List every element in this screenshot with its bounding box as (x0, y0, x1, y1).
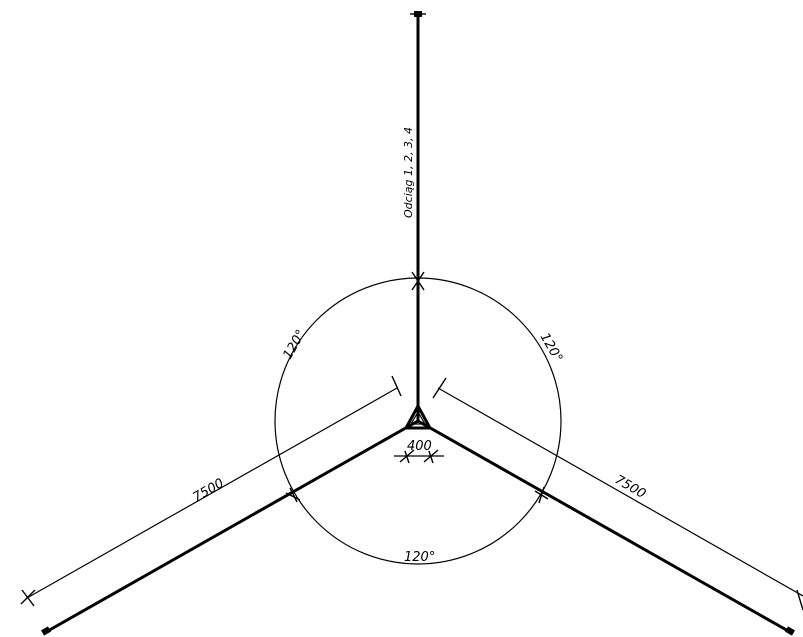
angle-label-bottom: 120° (404, 550, 435, 565)
right-span-dimension (432, 377, 803, 611)
dim-tick-left-start (391, 375, 402, 397)
dim-tick-right-end (796, 589, 803, 611)
angle-label-left: 120° (280, 327, 309, 362)
dim-tick-right-start (432, 377, 447, 399)
crossing-tick-north (411, 271, 425, 291)
guy-label: Odciąg 1, 2, 3, 4 (402, 127, 415, 218)
crossing-tick-southwest (285, 487, 301, 503)
guy-line-southwest (45, 419, 419, 634)
anchor-markers (41, 11, 795, 636)
left-span-dimension (20, 375, 402, 607)
mast-symbol (403, 402, 433, 430)
guy-line-southeast (417, 419, 791, 634)
dim-tick-left-end (20, 589, 36, 607)
anchor-southwest (41, 626, 51, 636)
crossing-tick-southeast (534, 486, 549, 504)
anchor-southeast (785, 626, 795, 636)
dimension-label-left: 7500 (191, 476, 227, 506)
guy-lines (45, 14, 791, 634)
mast-width-dimension (394, 449, 444, 464)
anchor-north (410, 11, 426, 17)
dimension-label-mast-width: 400 (407, 439, 432, 454)
circle-crossing-ticks (285, 271, 549, 504)
